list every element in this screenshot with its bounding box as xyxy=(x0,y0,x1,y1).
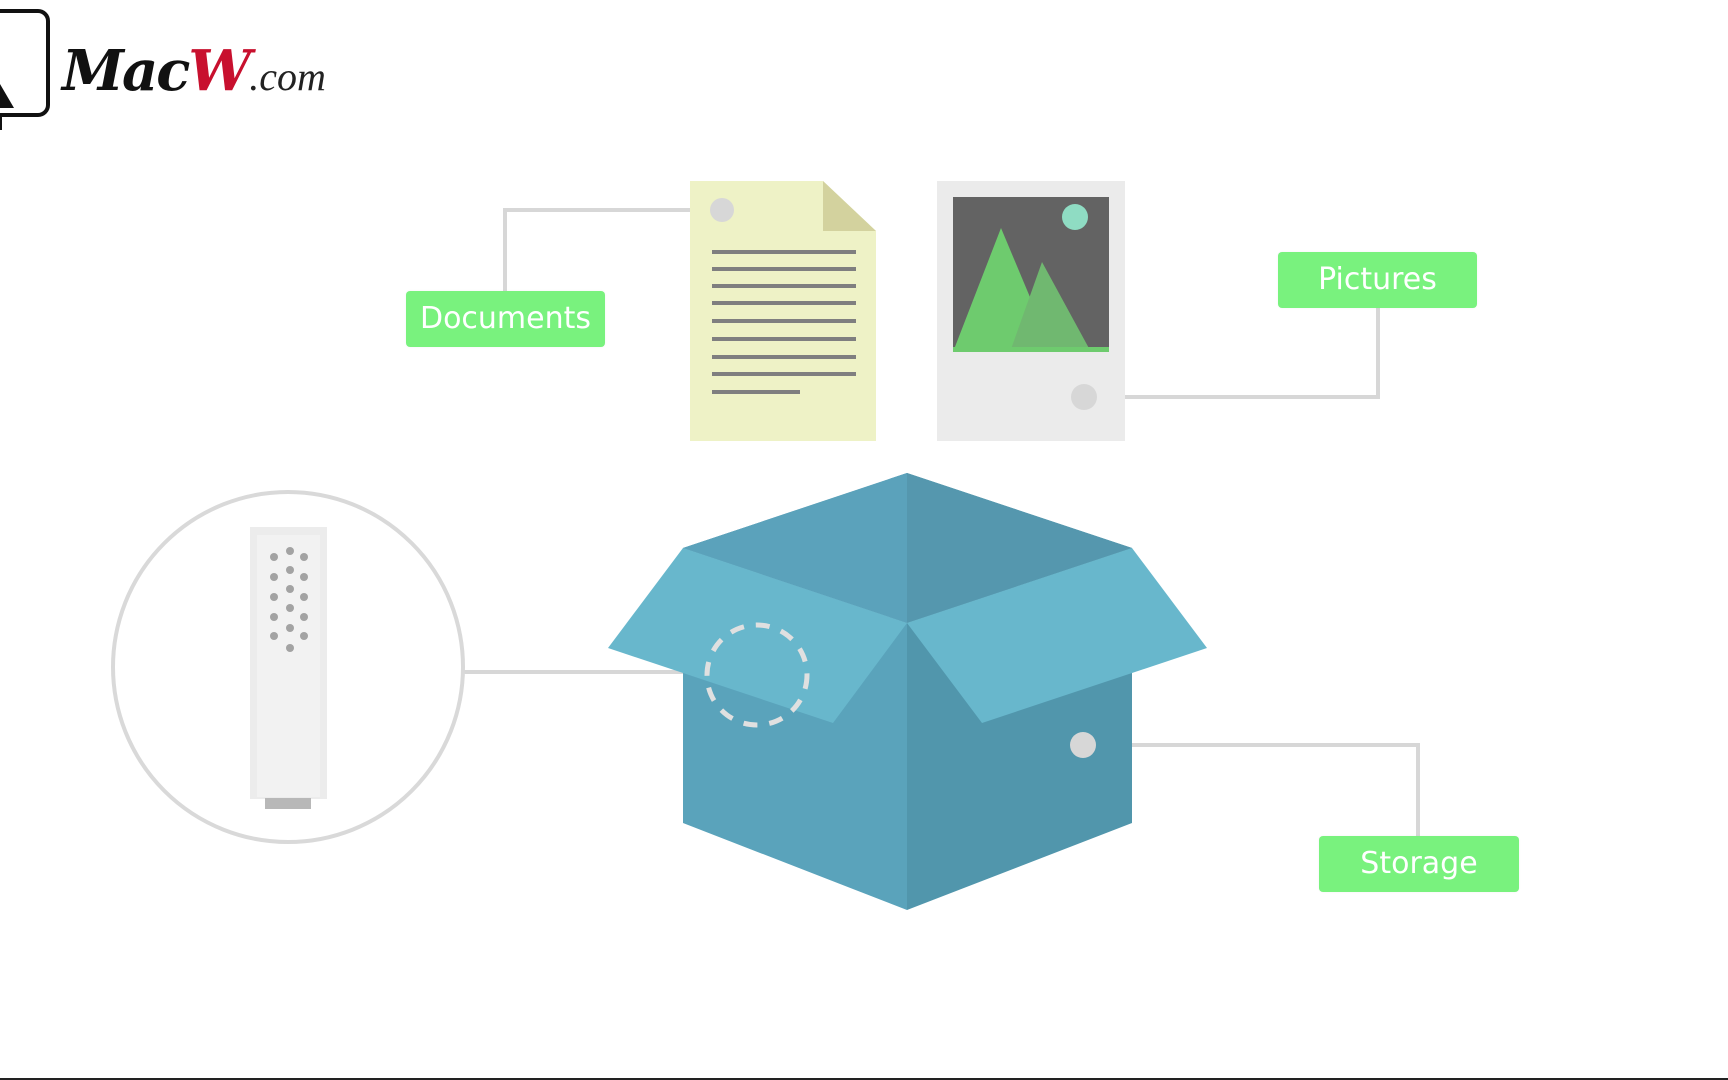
storage-label: Storage xyxy=(1319,836,1519,892)
logo-monitor-icon xyxy=(0,9,50,130)
connector-pictures xyxy=(1084,308,1380,399)
logo[interactable]: MacW.com xyxy=(62,38,326,108)
connector-documents xyxy=(503,208,722,291)
connector-storage xyxy=(1083,743,1420,836)
storage-box-icon xyxy=(608,473,1207,910)
logo-brand: MacW xyxy=(62,38,251,104)
documents-label: Documents xyxy=(406,291,605,347)
usb-drive-icon xyxy=(111,490,465,844)
picture-icon xyxy=(937,181,1125,441)
pictures-label: Pictures xyxy=(1278,252,1477,308)
document-icon xyxy=(690,181,876,441)
bottom-divider xyxy=(0,1078,1728,1080)
logo-tld: .com xyxy=(249,54,326,99)
